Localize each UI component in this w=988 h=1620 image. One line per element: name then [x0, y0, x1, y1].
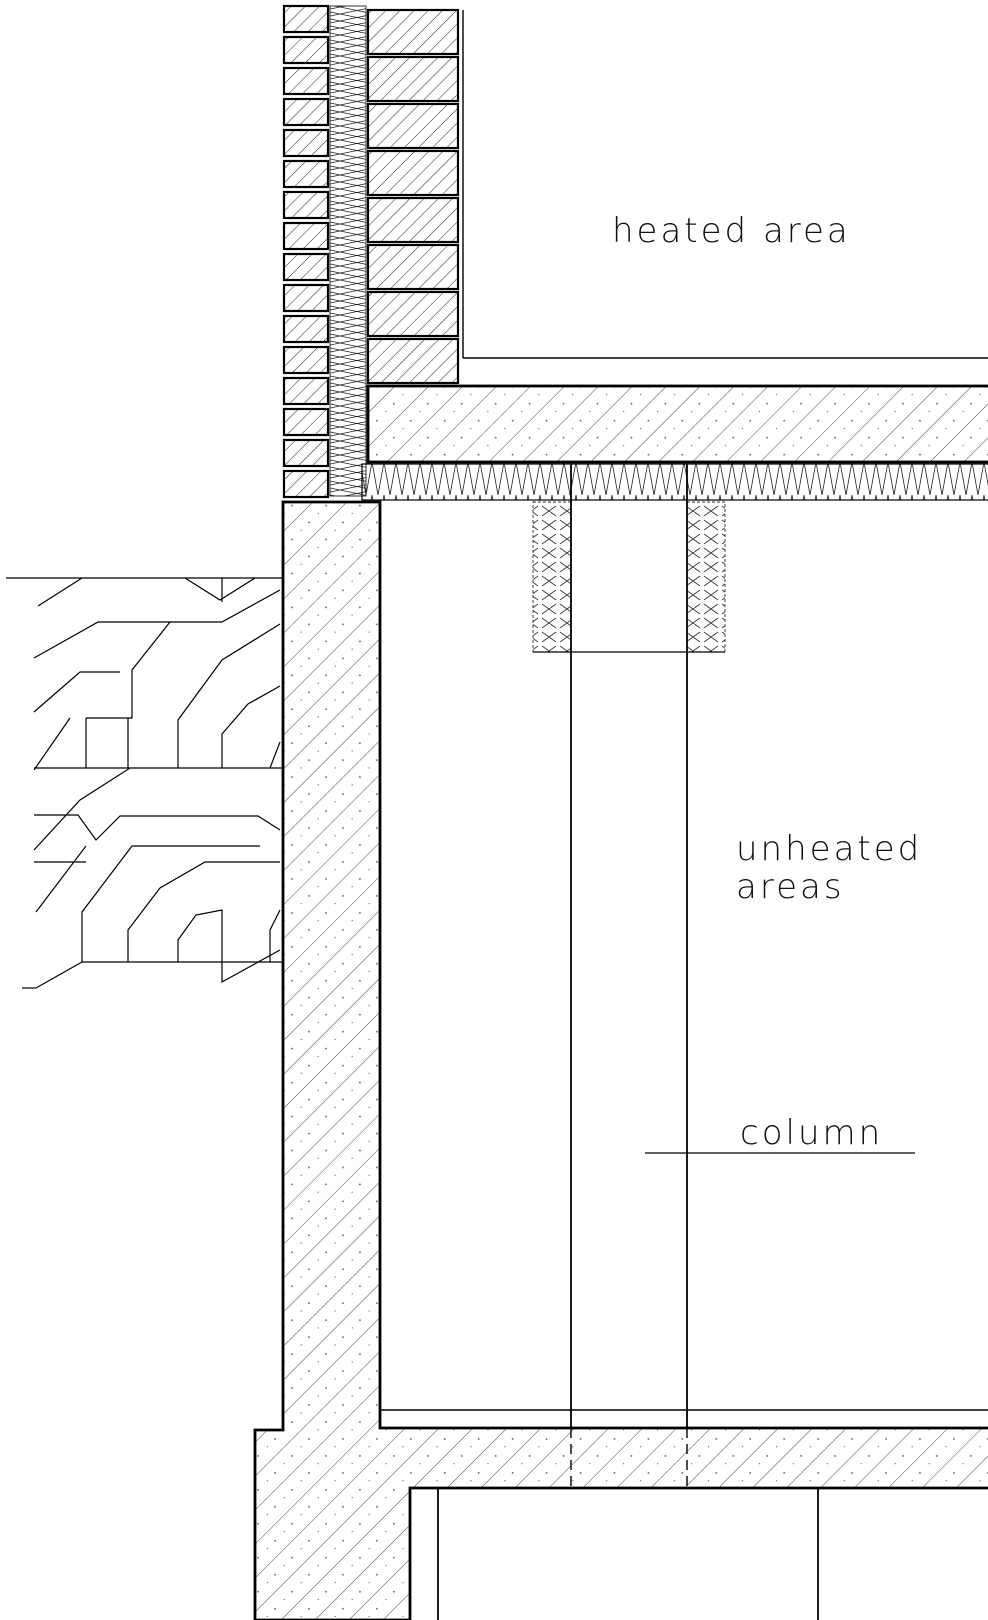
columns [570, 464, 688, 1428]
slab-underside-insulation [361, 463, 988, 501]
outer-brick-leaf [282, 4, 330, 499]
upper-floor-slab [366, 384, 988, 464]
label-unheated-line2: areas [736, 867, 845, 907]
label-unheated-line1: unheated [736, 829, 922, 869]
lower-storey-frames [437, 1488, 819, 1620]
label-heated-area: heated area [612, 211, 851, 251]
wall-insulation [329, 5, 367, 497]
column-hidden-lines [570, 1428, 688, 1488]
label-column: column [740, 1113, 883, 1153]
inner-brick-leaf [366, 8, 460, 385]
column-insulation-left [532, 501, 572, 653]
basement-wall-and-lower-slab [253, 500, 988, 1620]
column-insulation-right [686, 501, 726, 653]
soil-earth-hatch [6, 577, 283, 989]
